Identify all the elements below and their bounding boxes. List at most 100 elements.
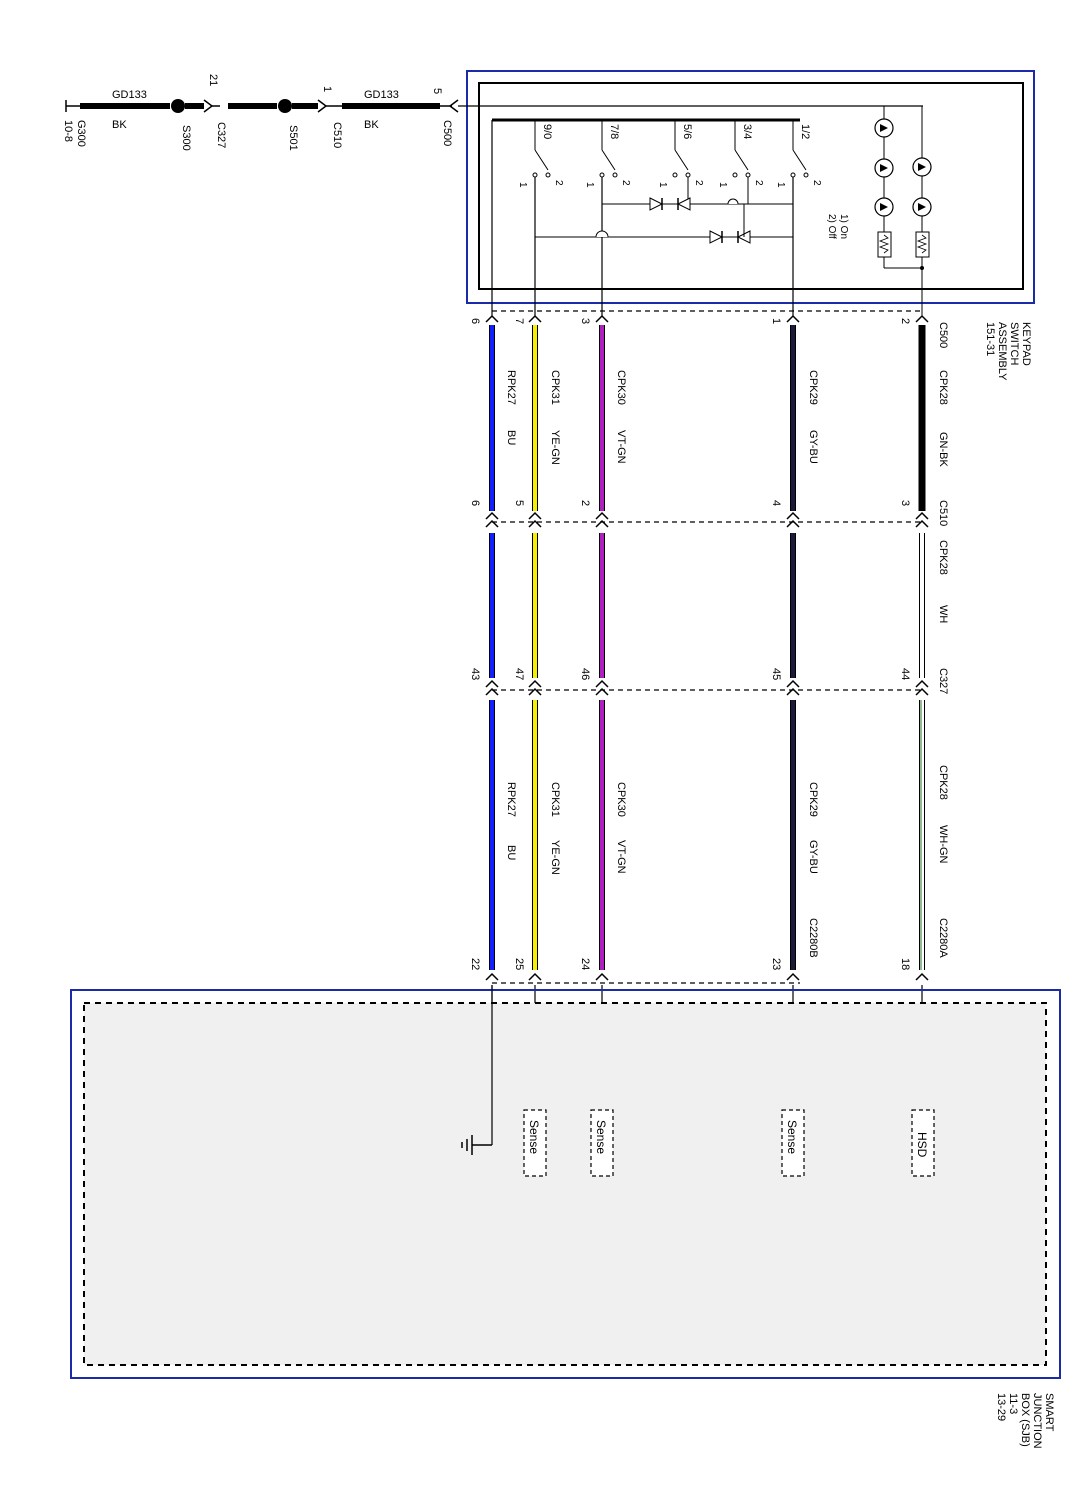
- wire-color: GY-BU: [807, 840, 819, 874]
- sjb-title-5: 13-29: [995, 1393, 1007, 1421]
- wire-color: WH-GN: [937, 825, 949, 864]
- diode-network: [535, 177, 793, 244]
- ground-icon: [461, 1135, 492, 1155]
- switch-3-4: 3/4 1 2: [717, 120, 764, 188]
- wire-circuit: CPK28: [937, 765, 949, 800]
- connector-lines: [492, 310, 922, 984]
- pin-c327: 45: [770, 668, 782, 680]
- wire-color: YE-GN: [549, 840, 561, 875]
- conn2-pin: 1: [321, 86, 333, 92]
- sense-label: Sense: [785, 1120, 799, 1154]
- switch-9-0: 9/0 1 2: [517, 120, 564, 316]
- sense-block: [590, 1109, 614, 1177]
- conn3-label: C500: [441, 120, 453, 146]
- wire-circuit: CPK28: [937, 540, 949, 575]
- wire-cpk30: CPK30 VT-GN CPK30 VT-GN 3 2 46 24: [579, 318, 627, 1110]
- keypad-title-4: 151-31: [984, 322, 996, 356]
- switch-pin: 1: [584, 182, 595, 188]
- keypad-switch-assembly: 9/0 1 2 7/8 1 2 5/6 1 2 3: [458, 70, 1035, 381]
- legend-off: 2) Off: [826, 214, 837, 239]
- wire1-id: GD133: [112, 89, 147, 101]
- wire-circuit: CPK30: [615, 370, 627, 405]
- splice1-label: S300: [180, 125, 192, 151]
- pin-c510: 3: [899, 500, 911, 506]
- pin-c327: 46: [579, 668, 591, 680]
- conn3-pin: 5: [431, 88, 443, 94]
- switch-pin: 2: [753, 180, 764, 186]
- wire2-id: GD133: [364, 89, 399, 101]
- pin-c500: 6: [469, 318, 481, 324]
- sjb-body: [83, 1002, 1047, 1366]
- c510-label: C510: [937, 500, 949, 526]
- wire-cpk28: CPK28 GN-BK CPK28 WH CPK28 WH-GN 2 3 44 …: [899, 318, 949, 1110]
- c327-label: C327: [937, 668, 949, 694]
- c2280b-label: C2280B: [807, 918, 819, 958]
- keypad-title-1: KEYPAD: [1020, 322, 1032, 366]
- wire-color: BU: [505, 430, 517, 445]
- wire-cpk31: CPK31 YE-GN CPK31 YE-GN 7 5 47 25: [513, 318, 561, 1110]
- keypad-frame: [466, 70, 1035, 304]
- switch-5-6: 5/6 1 2: [657, 120, 704, 188]
- pin-c510: 6: [469, 500, 481, 506]
- pin-c500: 3: [579, 318, 591, 324]
- pin-c327: 43: [469, 668, 481, 680]
- sjb-title-3: BOX (SJB): [1019, 1393, 1031, 1447]
- wire-circuit: CPK31: [549, 782, 561, 817]
- wire-color: GN-BK: [937, 432, 949, 468]
- wire-circuit: CPK29: [807, 782, 819, 817]
- hsd-block: [911, 1109, 935, 1177]
- c2280a-label: C2280A: [937, 918, 949, 958]
- switch-label: 1/2: [799, 124, 811, 139]
- wire-circuit: CPK30: [615, 782, 627, 817]
- wire-circuit: CPK29: [807, 370, 819, 405]
- splice-s501: [278, 99, 292, 113]
- pin-c500: 7: [513, 318, 525, 324]
- conn1-pin: 21: [207, 74, 219, 86]
- pin-c510: 5: [513, 500, 525, 506]
- wire-circuit: CPK31: [549, 370, 561, 405]
- switch-pin: 1: [517, 182, 528, 188]
- pin-c327: 47: [513, 668, 525, 680]
- switch-pin: 1: [657, 182, 668, 188]
- wire-color: VT-GN: [615, 430, 627, 464]
- wire-color: WH: [937, 605, 949, 623]
- sjb-title-4: 11-3: [1007, 1393, 1019, 1414]
- sjb-title-1: SMART: [1043, 1393, 1055, 1432]
- switch-label: 5/6: [681, 124, 693, 139]
- pin-sjb: 22: [469, 958, 481, 970]
- sense-label: Sense: [594, 1120, 608, 1154]
- hsd-label: HSD: [915, 1132, 929, 1158]
- sense-block: [523, 1109, 547, 1177]
- sjb-frame: [70, 989, 1061, 1379]
- sense-label: Sense: [527, 1120, 541, 1154]
- switch-pin: 2: [553, 180, 564, 186]
- wire-color: VT-GN: [615, 840, 627, 874]
- switch-pin: 2: [693, 180, 704, 186]
- wire-color: YE-GN: [549, 430, 561, 465]
- keypad-title-2: SWITCH: [1008, 322, 1020, 365]
- keypad-body: [478, 82, 1024, 290]
- connector-chevrons: [485, 314, 929, 981]
- splice-s300: [171, 99, 185, 113]
- pin-sjb: 18: [899, 958, 911, 970]
- ground-page: 10-8: [62, 120, 74, 142]
- sense-block: [781, 1109, 805, 1177]
- c500-label: C500: [937, 322, 949, 348]
- ground-circuit: G300 10-8 GD133 BK S300 21 C327 S501 1 C…: [62, 74, 459, 151]
- ground-ref: G300: [75, 120, 87, 147]
- pin-c500: 2: [899, 318, 911, 324]
- legend-on: 1) On: [838, 214, 849, 239]
- wire-circuit: RPK27: [505, 370, 517, 405]
- switch-pin: 2: [811, 180, 822, 186]
- switch-pin: 2: [620, 180, 631, 186]
- switch-7-8: 7/8 1 2: [584, 120, 631, 316]
- switch-label: 7/8: [608, 124, 620, 139]
- switch-pin: 1: [775, 182, 786, 188]
- splice2-label: S501: [287, 125, 299, 151]
- pin-sjb: 25: [513, 958, 525, 970]
- wire-cpk29: CPK29 GY-BU CPK29 GY-BU 1 4 45 23: [770, 318, 819, 1110]
- wire-rpk27: RPK27 BU RPK27 BU 6 6 43 22: [469, 318, 517, 1145]
- pin-c510: 2: [579, 500, 591, 506]
- switch-label: 3/4: [741, 124, 753, 139]
